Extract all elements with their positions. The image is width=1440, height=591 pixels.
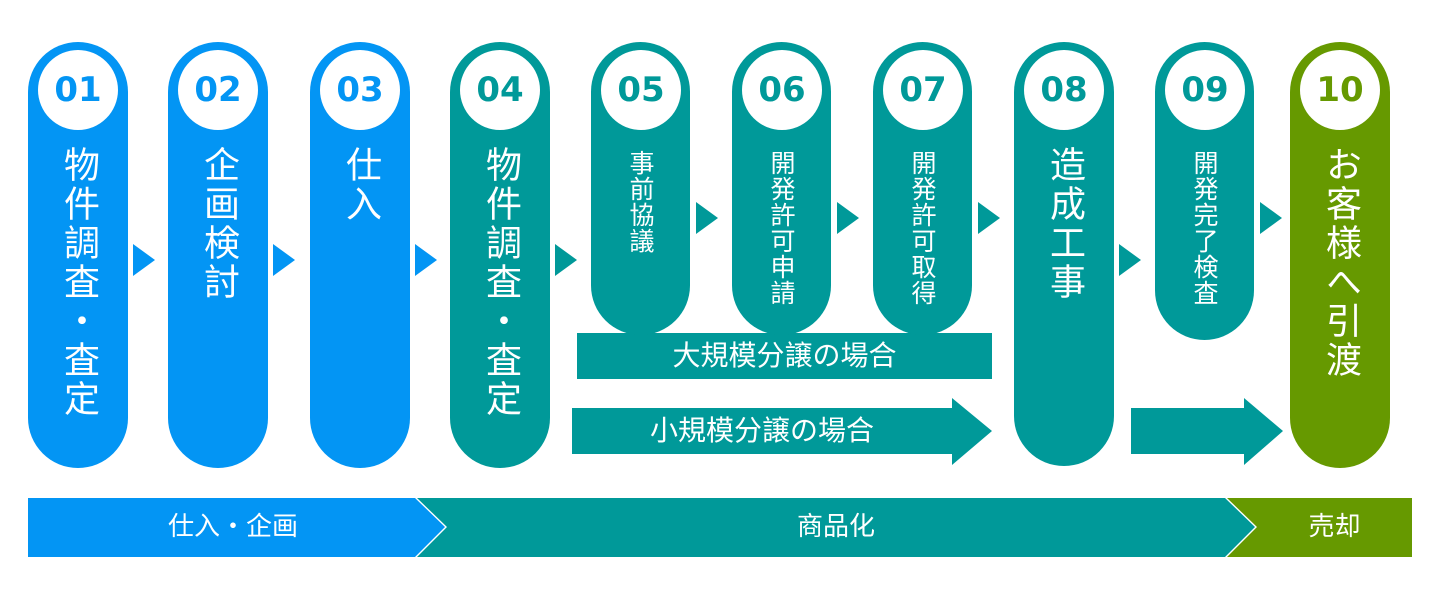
arrow-right-icon [1260, 202, 1282, 234]
phase-bar-purchase [28, 498, 445, 557]
step-number: 02 [178, 50, 258, 130]
step-label: 開発完了検査 [1190, 150, 1219, 306]
arrow-right-icon [415, 244, 437, 276]
arrow-right-icon [1119, 244, 1141, 276]
arrow-right-icon [133, 244, 155, 276]
large-branch-label: 大規模分譲の場合 [672, 339, 897, 372]
step-label: 事前協議 [626, 150, 655, 254]
step-label: 企画検討 [198, 146, 239, 302]
step-number: 10 [1300, 50, 1380, 130]
step-label: 開発許可申請 [767, 150, 796, 306]
step-number: 01 [38, 50, 118, 130]
to-handover-arrow [1131, 398, 1283, 465]
step-number: 06 [742, 50, 822, 130]
phase-label-product: 商品化 [796, 512, 875, 542]
step-number: 07 [883, 50, 963, 130]
step-09: 09 開発完了検査 [1155, 42, 1254, 340]
step-number: 09 [1165, 50, 1245, 130]
step-label: 開発許可取得 [908, 150, 937, 306]
step-04: 04 物件調査・査定 [450, 42, 550, 468]
step-07: 07 開発許可取得 [873, 42, 972, 335]
step-number: 03 [320, 50, 400, 130]
phase-bar-sale [1227, 498, 1412, 557]
phase-label-purchase: 仕入・企画 [167, 512, 298, 542]
step-label: 物件調査・査定 [58, 146, 99, 419]
arrow-right-icon [555, 244, 577, 276]
arrow-right-icon [978, 202, 1000, 234]
step-08: 08 造成工事 [1014, 42, 1114, 466]
step-03: 03 仕入 [310, 42, 410, 468]
step-06: 06 開発許可申請 [732, 42, 831, 335]
step-number: 04 [460, 50, 540, 130]
step-10: 10 お客様へ引渡 [1290, 42, 1390, 468]
step-number: 05 [601, 50, 681, 130]
small-branch-label: 小規模分譲の場合 [649, 414, 874, 447]
arrow-right-icon [696, 202, 718, 234]
large-branch-bar [577, 333, 992, 379]
step-02: 02 企画検討 [168, 42, 268, 468]
step-label: 物件調査・査定 [480, 146, 521, 419]
step-label: お客様へ引渡 [1320, 146, 1361, 380]
step-05: 05 事前協議 [591, 42, 690, 335]
step-number: 08 [1024, 50, 1104, 130]
step-label: 造成工事 [1044, 146, 1085, 302]
arrow-right-icon [837, 202, 859, 234]
small-branch-arrow [572, 398, 992, 465]
phase-label-sale: 売却 [1308, 512, 1361, 542]
arrow-right-icon [273, 244, 295, 276]
step-label: 仕入 [340, 146, 381, 224]
phase-bar-product [417, 498, 1255, 557]
step-01: 01 物件調査・査定 [28, 42, 128, 468]
